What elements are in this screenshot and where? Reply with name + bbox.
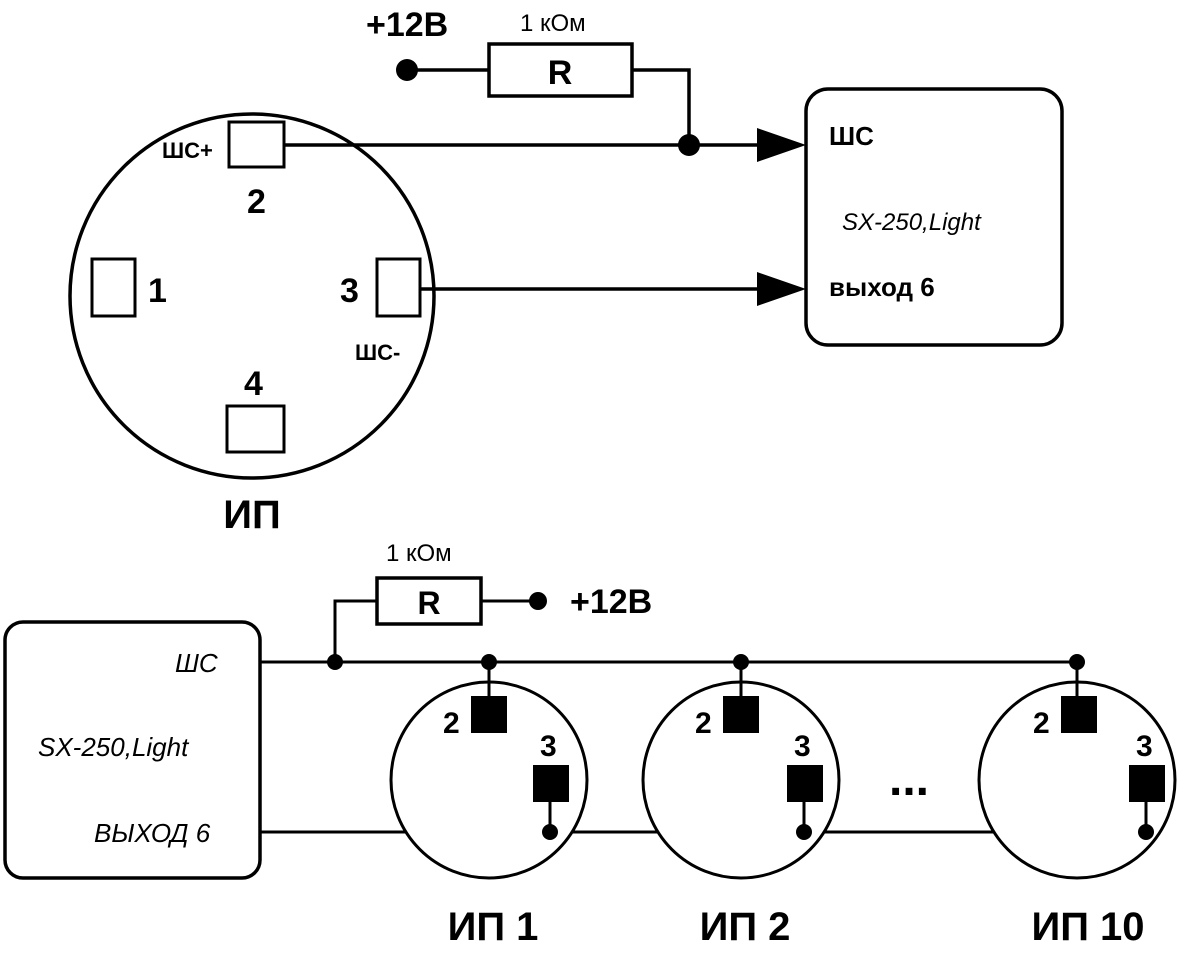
detector-10-label: ИП 10 [1031,905,1144,949]
top-pin-1-terminal [90,257,137,318]
top-pin-4-number: 4 [244,365,263,403]
pin-2-terminal [723,696,759,733]
top-supply-label: +12В [366,6,448,44]
pin-2-terminal [471,696,507,733]
top-diagram: +12В 1 кОм R ШС+ 2 1 3 ШС- 4 ИП ШС SX [68,6,1064,537]
top-device-model: SX-250,Light [842,209,982,236]
detectors-ellipsis: ... [889,753,929,806]
top-pin-plus-label: ШС+ [162,138,213,163]
top-resistor-label: R [548,54,573,92]
top-pin-2-terminal [227,120,286,169]
top-pin-2-number: 2 [247,183,266,221]
top-pin-3-number: 3 [340,272,359,310]
top-arrow-output [757,272,806,306]
top-pin-1-number: 1 [148,272,167,310]
pin-3-label: 3 [1136,730,1153,763]
pin-3-label: 3 [794,730,811,763]
pin-3-terminal [1129,765,1165,802]
pin-2-label: 2 [695,707,712,740]
bottom-resistor [375,576,483,626]
bottom-device-loop: ШС [175,648,218,678]
detector-1-label: ИП 1 [448,905,539,949]
bottom-detector-10: 2 3 ИП 10 [977,654,1177,949]
pin-3-label: 3 [540,730,557,763]
top-resistor-value: 1 кОм [520,10,586,37]
top-arrow-loop [757,128,806,162]
bottom-device-model: SX-250,Light [38,732,190,762]
pin-3-terminal [533,765,569,802]
top-pin-minus-label: ШС- [355,340,400,365]
top-detector-label: ИП [223,493,281,537]
top-device-box [804,87,1064,347]
pin-2-terminal [1061,696,1097,733]
pin-3-terminal [787,765,823,802]
top-device-loop: ШС [829,121,874,151]
top-detector-body [68,112,436,480]
bottom-detector-2: 2 3 ИП 2 [641,654,841,949]
bottom-diagram: ШС SX-250,Light ВЫХОД 6 1 кОм R +12В 2 3… [3,540,1177,949]
detector-2-label: ИП 2 [700,905,791,949]
pin-2-label: 2 [443,707,460,740]
bottom-resistor-value: 1 кОм [386,540,452,567]
top-device-output: выход 6 [829,272,935,302]
bottom-detector-1: 2 3 ИП 1 [389,654,589,949]
pin-2-label: 2 [1033,707,1050,740]
bottom-device-box [3,620,262,880]
top-pin-4-terminal [225,404,286,454]
bottom-supply-label: +12В [570,583,652,621]
bottom-device-output: ВЫХОД 6 [94,818,211,848]
bottom-supply-terminal [529,592,547,610]
top-pin-3-terminal [375,257,422,318]
bottom-resistor-label: R [417,585,440,621]
